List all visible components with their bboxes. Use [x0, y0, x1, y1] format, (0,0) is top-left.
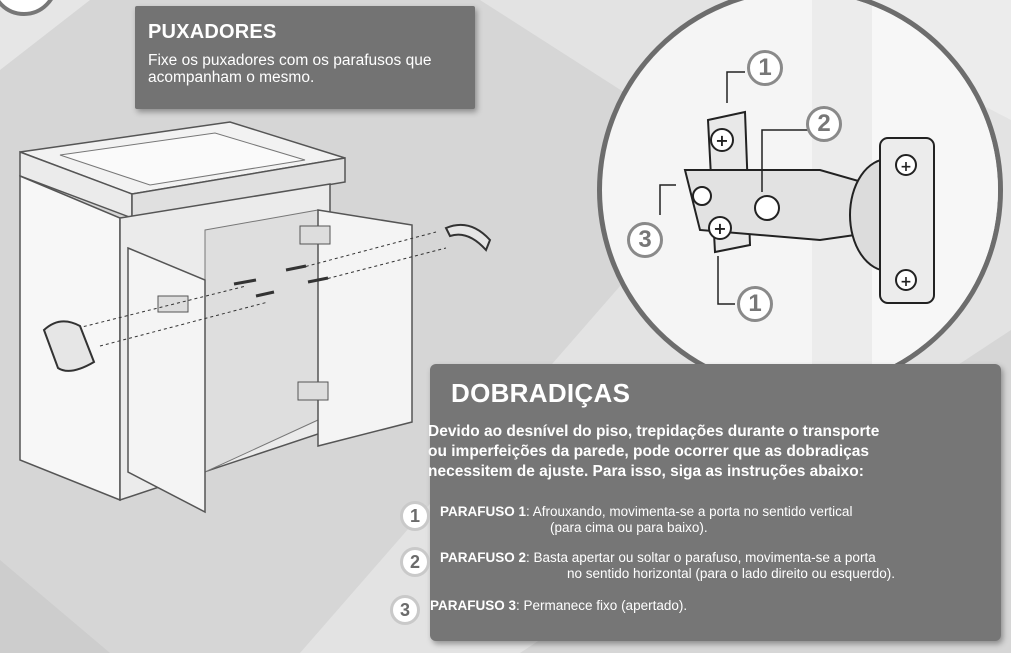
step-3-number: 3 — [390, 595, 420, 625]
svg-text:+: + — [900, 159, 912, 175]
step-1-number: 1 — [400, 501, 430, 531]
dobradicas-panel: DOBRADIÇAS Devido ao desnível do piso, t… — [390, 364, 1001, 641]
puxadores-title: PUXADORES — [148, 21, 277, 43]
step-1-line-1: : Afrouxando, movimenta-se a porta no se… — [526, 504, 853, 519]
puxadores-text: Fixe os puxadores com os parafusos que a… — [148, 52, 432, 86]
step-2-label: PARAFUSO 2 — [440, 550, 527, 565]
intro-line-1: Devido ao desnível do piso, trepidações … — [428, 423, 880, 440]
svg-text:+: + — [900, 274, 912, 290]
svg-text:+: + — [713, 219, 726, 238]
hinge-detail-circle: + + + + — [597, 0, 1003, 393]
step-1-line-2: (para cima ou para baixo). — [550, 520, 708, 535]
callout-1-top: 1 — [747, 50, 783, 86]
intro-line-3: necessitem de ajuste. Para isso, siga as… — [428, 463, 864, 480]
callout-1-bottom: 1 — [737, 286, 773, 322]
puxadores-panel: PUXADORES Fixe os puxadores com os paraf… — [135, 6, 475, 109]
callout-3: 3 — [627, 222, 663, 258]
svg-text:+: + — [715, 131, 728, 150]
step-3-line-1: : Permanece fixo (apertado). — [516, 598, 688, 613]
step-2-number: 2 — [400, 547, 430, 577]
cabinet-illustration — [19, 121, 492, 514]
dobradicas-title: DOBRADIÇAS — [451, 378, 631, 408]
step-1-label: PARAFUSO 1 — [440, 504, 527, 519]
step-2-line-1: : Basta apertar ou soltar o parafuso, mo… — [526, 550, 876, 565]
callout-2: 2 — [806, 106, 842, 142]
step-2-line-2: no sentido horizontal (para o lado direi… — [567, 566, 895, 581]
step-3-label: PARAFUSO 3 — [430, 598, 517, 613]
intro-line-2: ou imperfeições da parede, pode ocorrer … — [428, 443, 870, 460]
corner-badge — [0, 0, 53, 16]
